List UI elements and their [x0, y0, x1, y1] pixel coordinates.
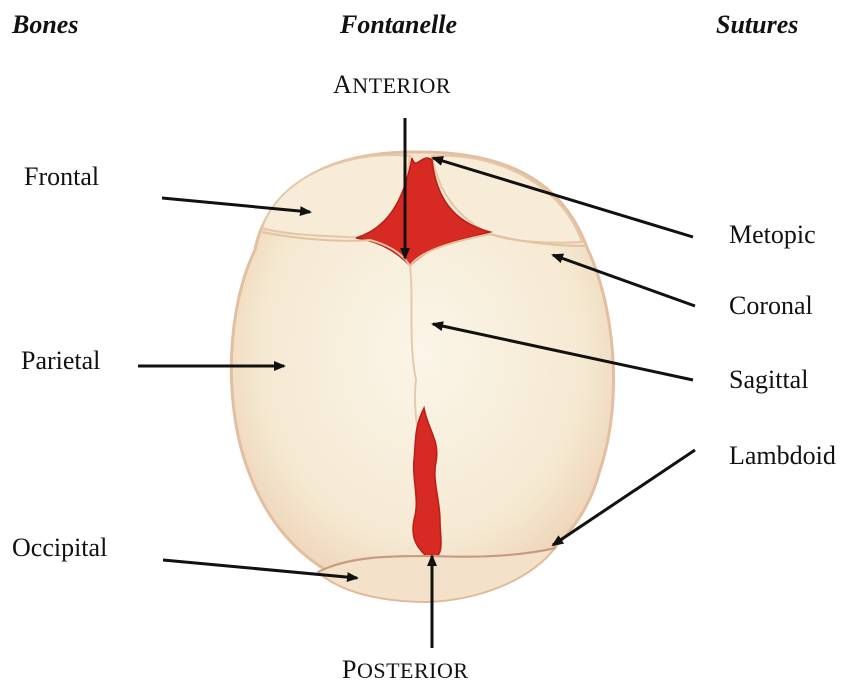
metopic-label: Metopic — [729, 220, 816, 250]
occipital-label: Occipital — [12, 533, 107, 563]
lambdoid-label: Lambdoid — [729, 441, 836, 471]
anterior-label: ANTERIOR — [333, 70, 451, 100]
coronal-label: Coronal — [729, 291, 813, 321]
posterior-label: POSTERIOR — [342, 655, 469, 685]
frontal-label: Frontal — [24, 162, 99, 192]
parietal-label: Parietal — [21, 346, 100, 376]
sagittal-label: Sagittal — [729, 365, 808, 395]
